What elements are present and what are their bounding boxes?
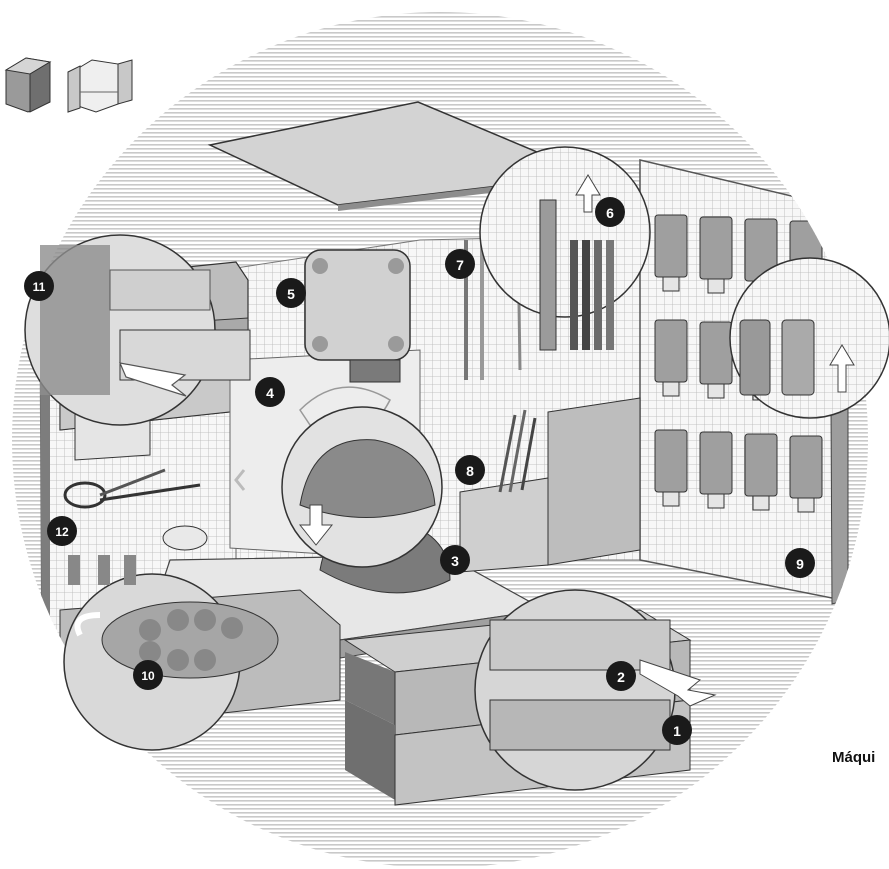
- paint-tube-cap: [753, 496, 769, 510]
- magnifier-tubes: [730, 258, 889, 418]
- paint-tube-cap: [708, 494, 724, 508]
- callout-label: 4: [266, 385, 274, 401]
- closed-cabinet-icon: [6, 58, 50, 112]
- paint-tube-cap: [663, 492, 679, 506]
- paint-tube: [700, 432, 732, 494]
- paint-tube: [700, 217, 732, 279]
- magnifier-sculpt: [282, 407, 442, 567]
- open-cabinet-icon: [68, 60, 132, 112]
- callout-label: 11: [33, 280, 46, 294]
- callout-label: 9: [796, 556, 804, 572]
- caption-text: Máqui: [832, 749, 875, 766]
- callout-label: 2: [617, 669, 625, 685]
- callout-label: 7: [456, 257, 464, 273]
- callout-label: 6: [606, 205, 614, 221]
- callout-label: 5: [287, 286, 295, 302]
- paint-tube: [655, 215, 687, 277]
- callout-label: 1: [673, 723, 681, 739]
- paint-tube-cap: [708, 279, 724, 293]
- paint-tube: [655, 430, 687, 492]
- callout-label: 8: [466, 463, 474, 479]
- callout-label: 3: [451, 553, 459, 569]
- paint-tube-cap: [663, 382, 679, 396]
- callout-label: 10: [141, 669, 155, 683]
- paint-tube-cap: [708, 384, 724, 398]
- paint-tube: [745, 434, 777, 496]
- paint-tube: [700, 322, 732, 384]
- paint-tube-cap: [663, 277, 679, 291]
- paint-tube: [790, 436, 822, 498]
- paint-tube: [655, 320, 687, 382]
- callout-label: 12: [55, 525, 69, 539]
- paint-tube-cap: [798, 498, 814, 512]
